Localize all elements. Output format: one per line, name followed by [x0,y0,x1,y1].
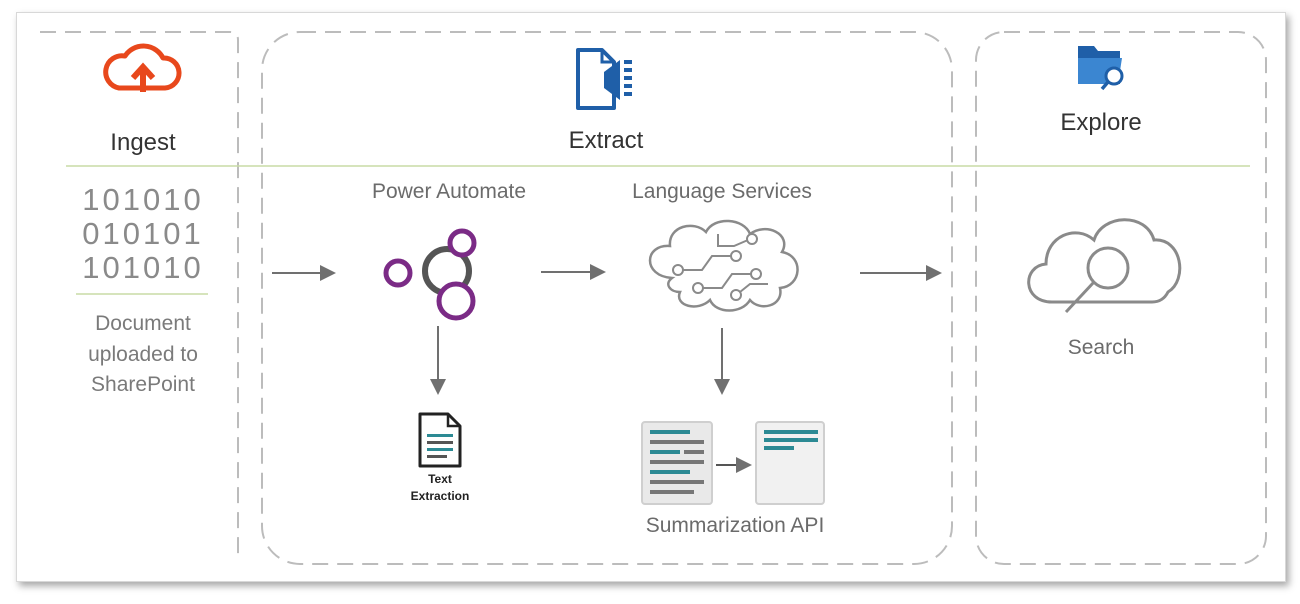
language-services-label: Language Services [632,180,812,203]
text-extraction-label-2: Extraction [411,489,470,503]
ingest-caption: Document uploaded to SharePoint [88,312,198,396]
search-label: Search [1068,336,1135,359]
cloud-search-icon [1027,218,1182,314]
extract-section-border [261,31,953,565]
explore-title: Explore [1060,109,1141,136]
cloud-upload-icon [103,43,182,92]
ingest-caption-line-3: SharePoint [91,373,195,396]
power-automate-label: Power Automate [372,180,526,203]
document-extract-icon [576,48,632,110]
summary-documents-icon [641,421,825,505]
brain-circuit-icon [648,219,799,312]
folder-search-icon [1078,46,1124,91]
power-automate-icon [383,228,477,321]
ingest-section-border [40,31,239,560]
text-extraction-label-1: Text [428,472,452,486]
summarization-api-label: Summarization API [646,514,825,537]
explore-section-border [975,31,1267,565]
binary-line-3: 101010 [82,250,203,285]
ingest-caption-line-2: uploaded to [88,343,198,366]
binary-line-1: 101010 [82,182,203,217]
extract-title: Extract [569,127,644,154]
ingest-title: Ingest [110,129,176,156]
binary-line-2: 010101 [82,216,203,251]
document-icon [418,412,462,468]
ingest-caption-line-1: Document [95,312,191,335]
binary-data: 101010 010101 101010 [82,182,203,285]
